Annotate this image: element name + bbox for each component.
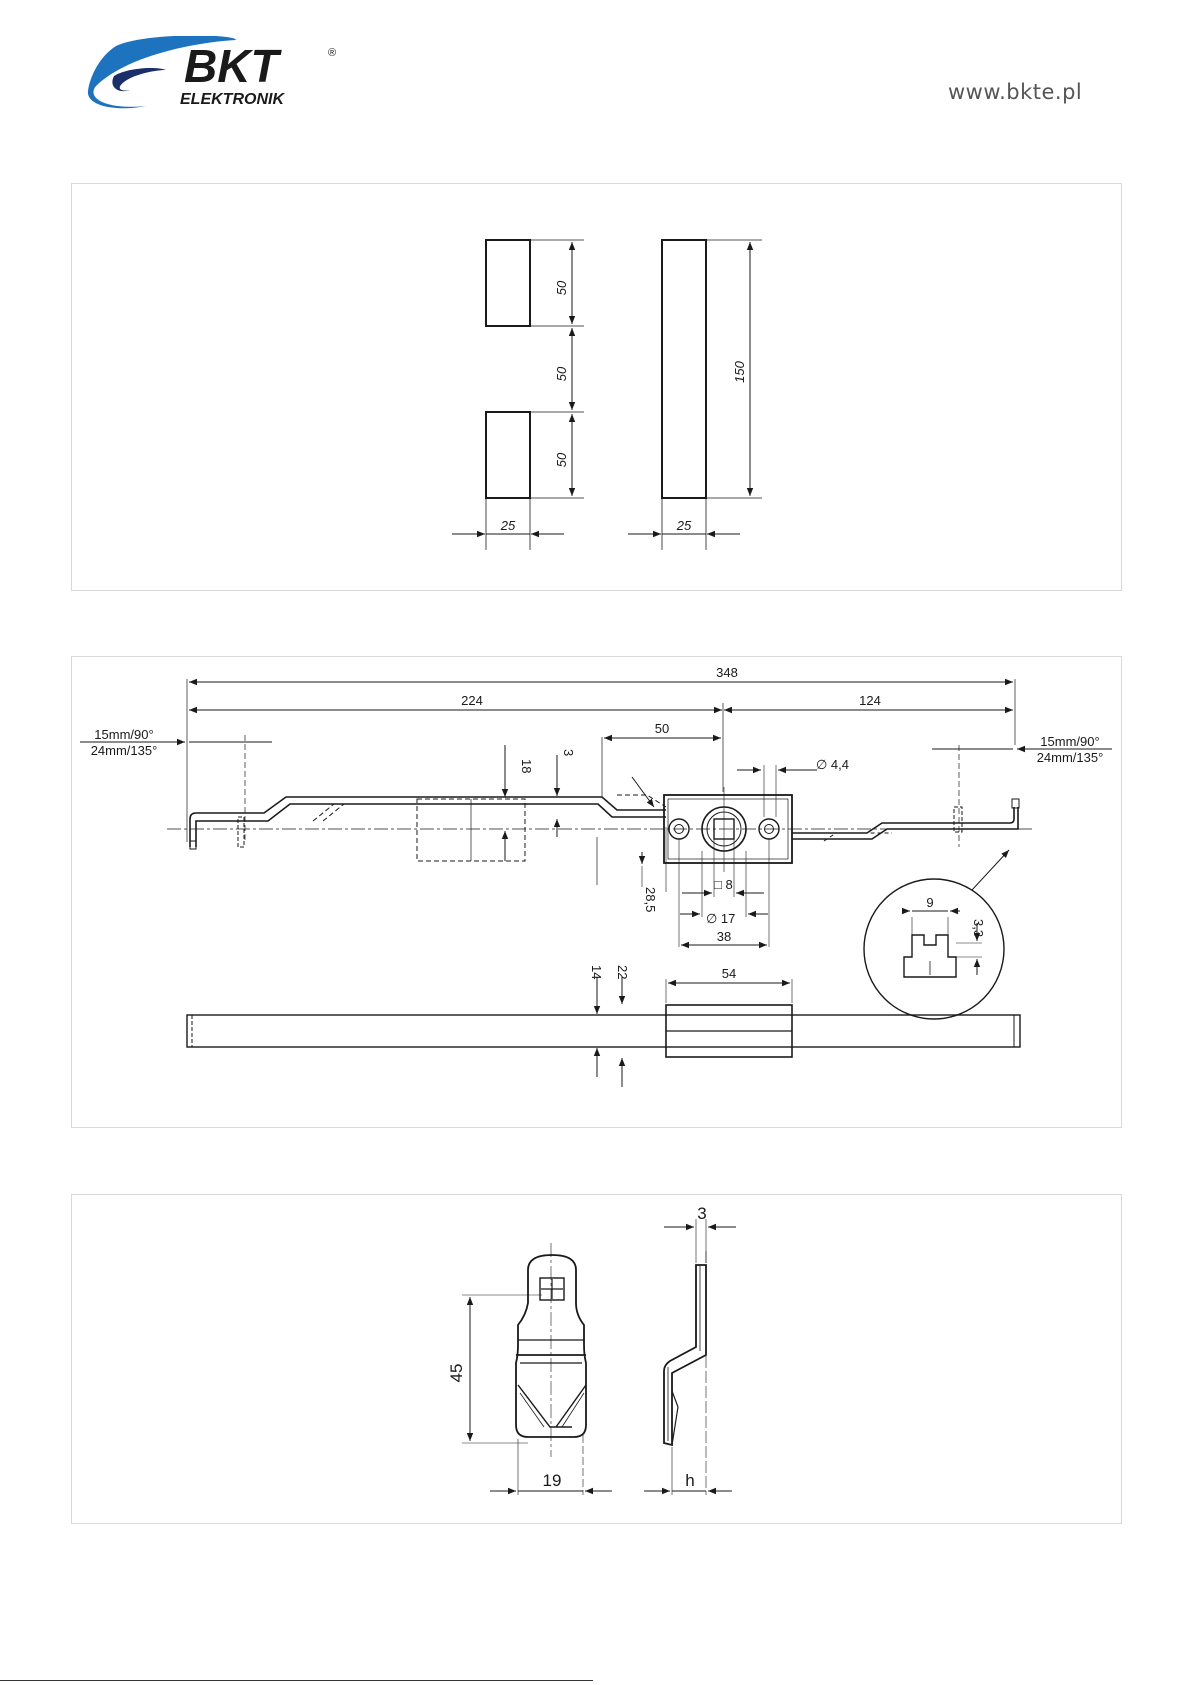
block-tall — [662, 240, 706, 498]
dim-height-18: 18 — [519, 759, 534, 773]
dim-width-right: 25 — [676, 518, 692, 533]
drawing-panel-blocks: 50 50 50 150 25 25 — [71, 183, 1122, 591]
dim-detail-3-3: 3,3 — [971, 919, 986, 937]
drawing-panel-rod-lock: 348 224 124 50 ∅ 4,4 18 3 28,5 □ 8 ∅ 17 … — [71, 656, 1122, 1128]
dim-hole: ∅ 4,4 — [816, 757, 849, 772]
dim-offset-h: h — [685, 1471, 694, 1490]
note-left-line2: 24mm/135° — [91, 743, 158, 758]
registered-mark: ® — [328, 47, 336, 59]
dim-height-3: 3 — [561, 749, 576, 756]
logo-sub-text: ELEKTRONIK — [180, 91, 285, 108]
website-url[interactable]: www.bkte.pl — [948, 80, 1082, 104]
dim-left: 224 — [461, 693, 483, 708]
dim-handle-width: 19 — [543, 1471, 562, 1490]
drawing-panel-handle: 3 45 19 h — [71, 1194, 1122, 1524]
dim-hole-spacing: 38 — [717, 929, 731, 944]
detail-circle — [864, 879, 1004, 1019]
footer-rule — [0, 1680, 593, 1681]
dim-height-28-5: 28,5 — [643, 887, 658, 912]
dim-handle-height: 45 — [447, 1364, 466, 1383]
rod-side-view — [187, 1015, 1020, 1047]
dim-diameter: ∅ 17 — [706, 911, 735, 926]
block-bottom — [486, 412, 530, 498]
dim-total-height: 150 — [732, 360, 747, 382]
bkt-logo: BKT ELEKTRONIK ® — [86, 36, 356, 116]
dim-thickness: 3 — [697, 1204, 706, 1223]
dim-width-14: 14 — [589, 965, 604, 979]
dim-width-22: 22 — [615, 965, 630, 979]
dim-width-left: 25 — [500, 518, 516, 533]
note-right-line1: 15mm/90° — [1040, 734, 1099, 749]
handle-drawing: 3 45 19 h — [72, 1195, 1121, 1523]
dim-right: 124 — [859, 693, 881, 708]
dim-housing: 54 — [722, 966, 736, 981]
dim-detail-9: 9 — [926, 895, 933, 910]
block-top — [486, 240, 530, 326]
dim-gap: 50 — [554, 366, 569, 381]
note-right-line2: 24mm/135° — [1037, 750, 1104, 765]
dim-height-bottom: 50 — [554, 452, 569, 467]
dim-overall: 348 — [716, 665, 738, 680]
blocks-drawing: 50 50 50 150 25 25 — [72, 184, 1121, 590]
dim-square: □ 8 — [714, 877, 733, 892]
dim-height-top: 50 — [554, 280, 569, 295]
logo-brand-text: BKT — [184, 40, 282, 92]
dim-center-offset: 50 — [655, 721, 669, 736]
rod-lock-drawing: 348 224 124 50 ∅ 4,4 18 3 28,5 □ 8 ∅ 17 … — [72, 657, 1121, 1127]
note-left-line1: 15mm/90° — [94, 727, 153, 742]
